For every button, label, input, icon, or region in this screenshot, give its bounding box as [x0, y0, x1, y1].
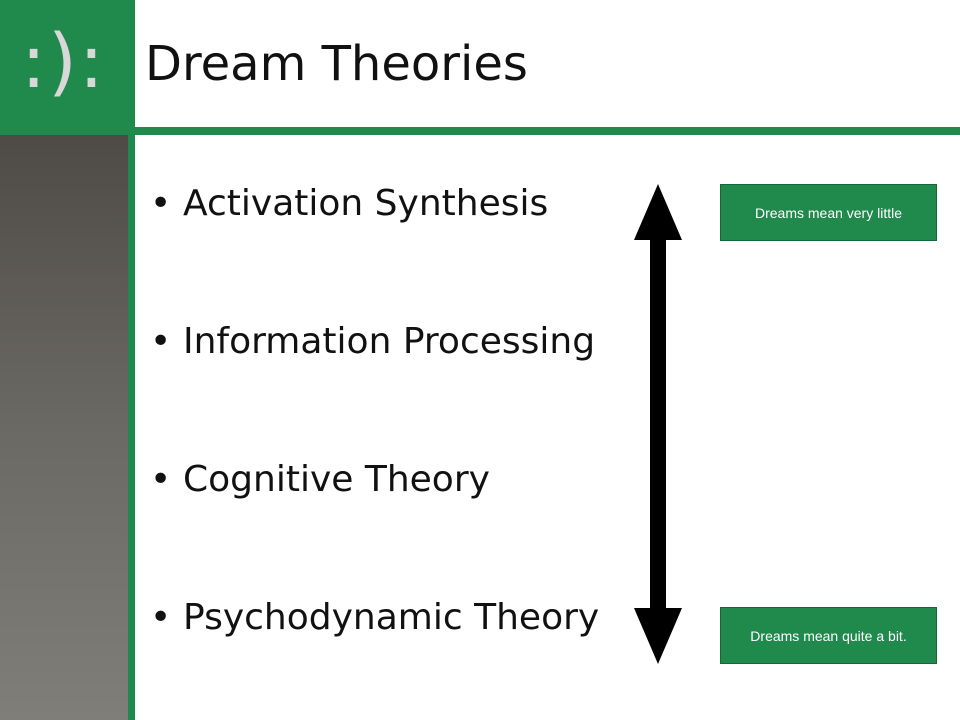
logo-box: :): — [0, 0, 135, 135]
list-item: • Psychodynamic Theory — [150, 600, 599, 636]
logo-emoticon: :): — [21, 18, 106, 105]
bullet-icon: • — [150, 459, 172, 500]
list-item-label: Information Processing — [183, 321, 596, 362]
list-item: • Cognitive Theory — [150, 462, 490, 498]
slide-title: Dream Theories — [145, 36, 528, 92]
double-arrow-icon — [634, 184, 682, 664]
list-item: • Activation Synthesis — [150, 186, 548, 222]
scale-label-bottom: Dreams mean quite a bit. — [720, 607, 937, 664]
bullet-icon: • — [150, 597, 172, 638]
title-underline — [135, 127, 960, 135]
bullet-icon: • — [150, 183, 172, 224]
list-item-label: Psychodynamic Theory — [183, 597, 600, 638]
sidebar-strip — [0, 135, 128, 720]
list-item-label: Cognitive Theory — [183, 459, 490, 500]
sidebar-accent-line — [128, 135, 135, 720]
bullet-icon: • — [150, 321, 172, 362]
list-item: • Information Processing — [150, 324, 595, 360]
scale-label-top: Dreams mean very little — [720, 184, 937, 241]
list-item-label: Activation Synthesis — [183, 183, 549, 224]
